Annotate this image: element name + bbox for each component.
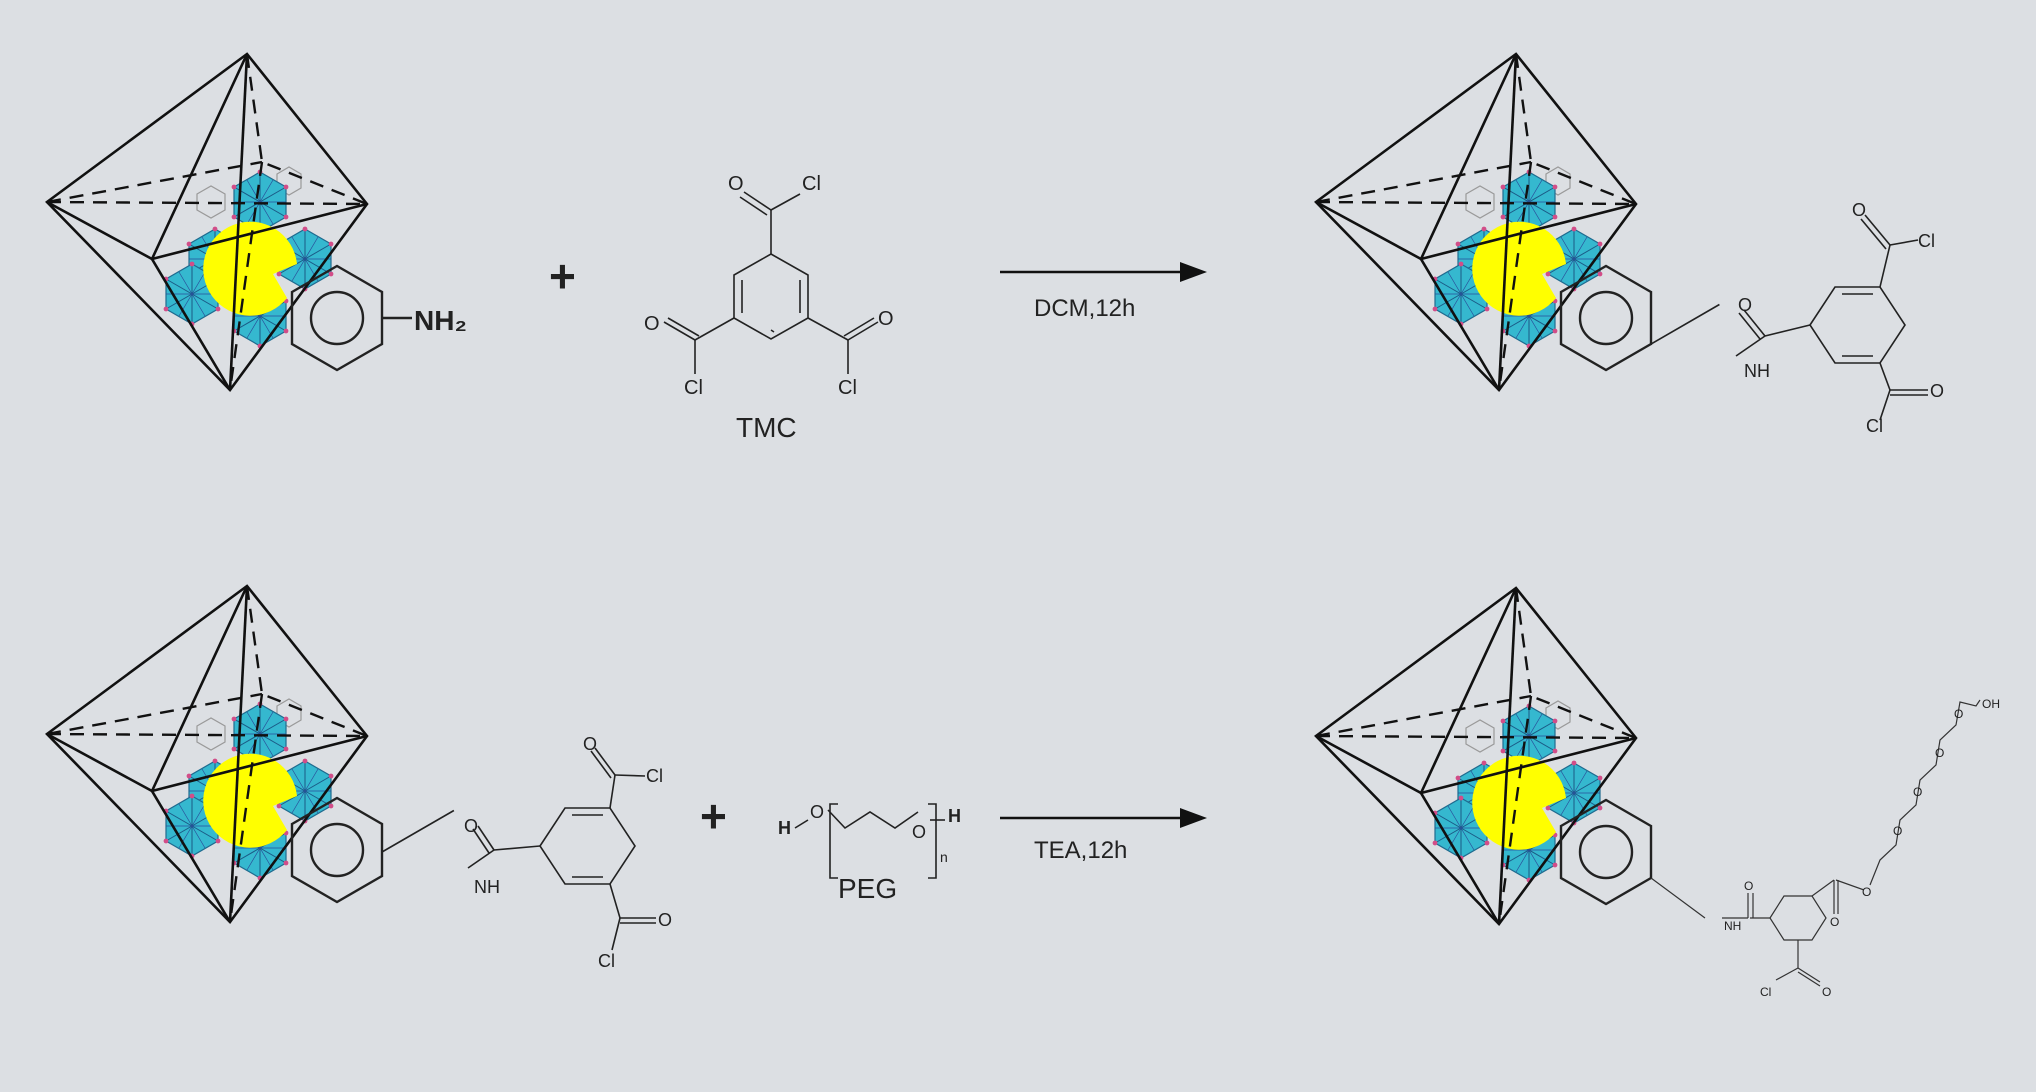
reaction-arrow-2 <box>1000 808 1207 828</box>
mof-tmc-reactant <box>47 586 382 922</box>
svg-text:O: O <box>644 313 660 335</box>
svg-text:Cl: Cl <box>598 951 615 971</box>
svg-text:Cl: Cl <box>1918 231 1935 251</box>
svg-text:O: O <box>658 910 672 930</box>
svg-text:Cl: Cl <box>646 766 663 786</box>
svg-text:NH: NH <box>474 877 500 897</box>
svg-text:O: O <box>1930 381 1944 401</box>
svg-text:O: O <box>878 308 894 330</box>
svg-text:Cl: Cl <box>1866 416 1883 436</box>
svg-text:O: O <box>1830 915 1839 929</box>
svg-text:O: O <box>1852 200 1866 220</box>
svg-text:O: O <box>810 802 824 822</box>
mof-peg-product <box>1316 588 1651 924</box>
svg-text:O: O <box>1738 295 1752 315</box>
peg-ester-arm: NH O O O O O O O OH O Cl <box>1650 697 2000 999</box>
condition-2: TEA,12h <box>1034 837 1127 864</box>
svg-text:O: O <box>1822 985 1831 999</box>
svg-text:O: O <box>1913 785 1922 799</box>
reaction-arrow-1 <box>1000 262 1207 282</box>
svg-text:Cl: Cl <box>1760 985 1771 999</box>
plus-sign-2: + <box>700 790 727 842</box>
svg-text:Cl: Cl <box>838 377 857 399</box>
svg-text:OH: OH <box>1982 697 2000 711</box>
svg-text:O: O <box>1744 879 1753 893</box>
reactant-amide-arm: O NH O Cl O Cl <box>381 734 672 971</box>
peg-molecule: H O O H n <box>778 802 961 879</box>
tmc-amide-arm: O NH O Cl O Cl <box>1650 200 1944 436</box>
svg-text:O: O <box>1954 707 1963 721</box>
svg-text:NH: NH <box>1724 919 1741 933</box>
svg-text:O: O <box>1893 824 1902 838</box>
svg-text:O: O <box>464 816 478 836</box>
plus-sign-1: + <box>549 250 576 302</box>
tmc-molecule: O Cl O Cl O Cl <box>644 173 894 399</box>
tmc-label: TMC <box>736 412 797 443</box>
svg-text:n: n <box>940 849 948 865</box>
peg-label: PEG <box>838 873 897 904</box>
amine-label: NH₂ <box>414 305 467 336</box>
mof-nh2 <box>47 54 382 390</box>
svg-text:O: O <box>912 822 926 842</box>
svg-text:H: H <box>778 818 791 838</box>
svg-text:H: H <box>948 806 961 826</box>
svg-text:O: O <box>583 734 597 754</box>
svg-text:O: O <box>1935 746 1944 760</box>
svg-text:Cl: Cl <box>684 377 703 399</box>
svg-text:O: O <box>1862 885 1871 899</box>
svg-text:Cl: Cl <box>802 173 821 195</box>
condition-1: DCM,12h <box>1034 295 1135 322</box>
mof-tmc-product <box>1316 54 1651 390</box>
svg-text:NH: NH <box>1744 361 1770 381</box>
svg-text:O: O <box>728 173 744 195</box>
